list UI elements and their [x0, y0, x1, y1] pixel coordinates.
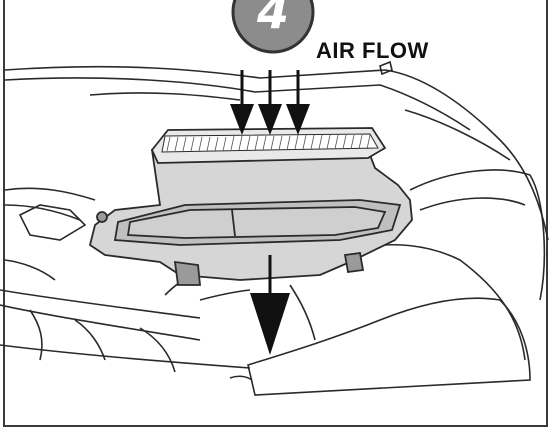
- step-badge: 4: [233, 0, 313, 46]
- airflow-down-arrows: [230, 70, 310, 135]
- down-arrow-icon: [258, 70, 282, 135]
- air-filter-housing: [88, 149, 413, 286]
- airflow-label: AIR FLOW: [316, 38, 429, 63]
- down-arrow-icon: [230, 70, 254, 135]
- exit-down-arrow: [250, 255, 290, 355]
- air-filter-element: [150, 127, 387, 164]
- down-arrow-icon: [286, 70, 310, 135]
- step-badge-circle: [231, 0, 315, 54]
- body-contour-lines: [0, 60, 549, 396]
- step-number: 4: [256, 0, 289, 39]
